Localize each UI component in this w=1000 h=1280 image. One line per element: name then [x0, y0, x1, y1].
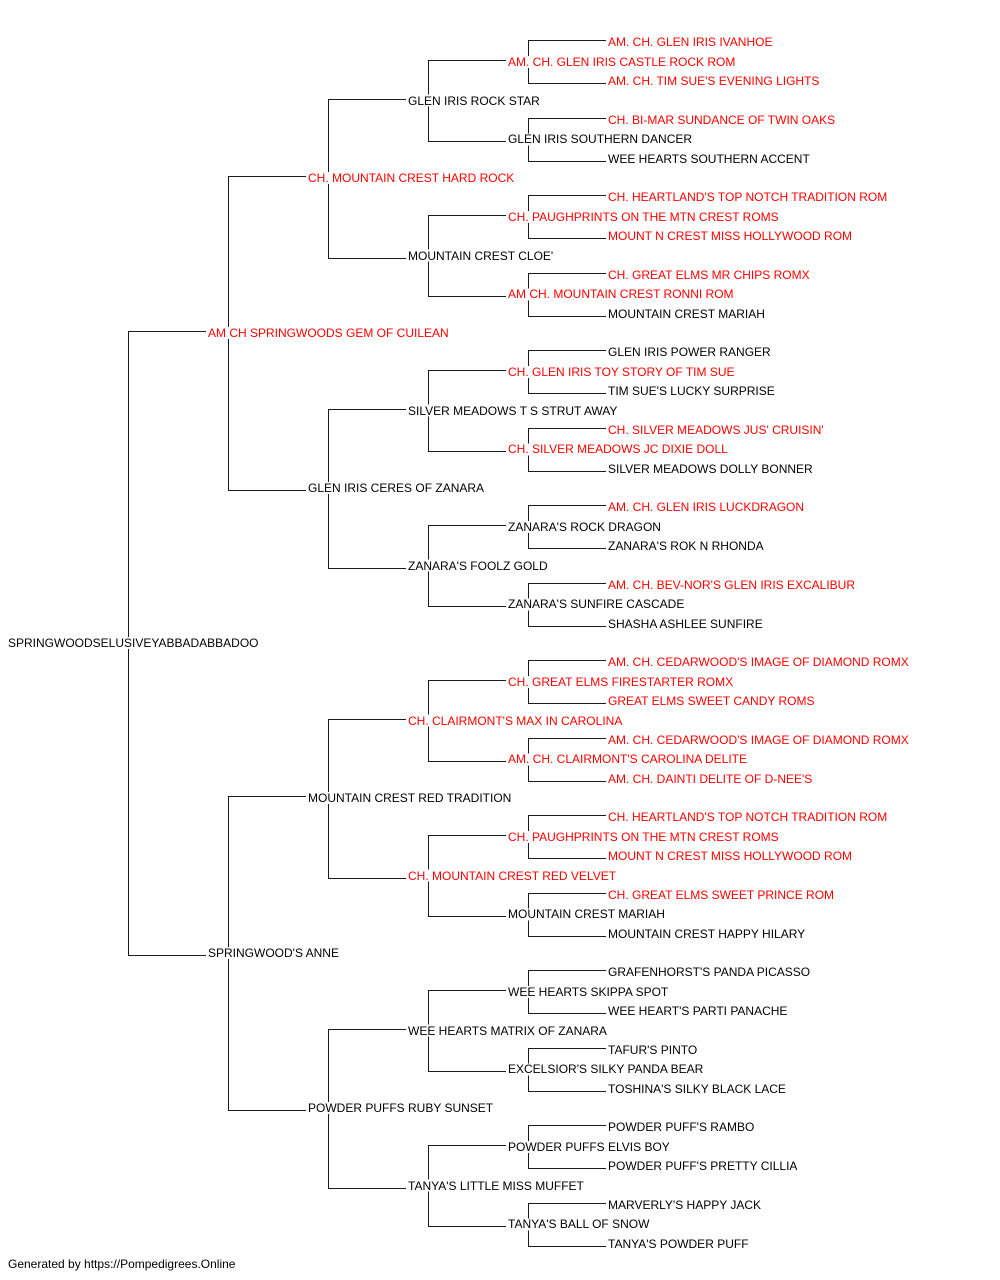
ggg-grandparent-name[interactable]: AM. CH. GLEN IRIS LUCKDRAGON — [608, 500, 805, 515]
ggg-grandparent-name[interactable]: WEE HEARTS SOUTHERN ACCENT — [608, 151, 810, 166]
gg-grandparent-name[interactable]: ZANARA'S ROCK DRAGON — [508, 519, 661, 534]
ggg-grandparent-name[interactable]: CH. GREAT ELMS SWEET PRINCE ROM — [608, 887, 835, 902]
gg-grandparent-name[interactable]: POWDER PUFFS ELVIS BOY — [508, 1139, 670, 1154]
gg-grandparent-name[interactable]: CH. GREAT ELMS FIRESTARTER ROMX — [508, 674, 734, 689]
ggg-grandparent-name[interactable]: SILVER MEADOWS DOLLY BONNER — [608, 461, 813, 476]
ggg-grandparent-name[interactable]: MOUNTAIN CREST MARIAH — [608, 306, 765, 321]
ggg-grandparent-name[interactable]: TANYA'S POWDER PUFF — [608, 1236, 749, 1251]
grandparent-name[interactable]: CH. MOUNTAIN CREST HARD ROCK — [308, 171, 515, 185]
gg-grandparent-name[interactable]: WEE HEARTS SKIPPA SPOT — [508, 984, 669, 999]
great-grandparent-name[interactable]: MOUNTAIN CREST CLOE' — [408, 248, 554, 263]
ggg-grandparent-name[interactable]: CH. HEARTLAND'S TOP NOTCH TRADITION ROM — [608, 190, 888, 205]
ggg-grandparent-name[interactable]: CH. SILVER MEADOWS JUS' CRUISIN' — [608, 422, 824, 437]
ggg-grandparent-name[interactable]: AM. CH. CEDARWOOD'S IMAGE OF DIAMOND ROM… — [608, 732, 909, 747]
gg-grandparent-name[interactable]: CH. SILVER MEADOWS JC DIXIE DOLL — [508, 442, 728, 457]
ggg-grandparent-name[interactable]: TOSHINA'S SILKY BLACK LACE — [608, 1081, 786, 1096]
ggg-grandparent-name[interactable]: SHASHA ASHLEE SUNFIRE — [608, 616, 763, 631]
ggg-grandparent-name[interactable]: POWDER PUFF'S RAMBO — [608, 1120, 755, 1135]
gg-grandparent-name[interactable]: TANYA'S BALL OF SNOW — [508, 1217, 650, 1232]
ggg-grandparent-name[interactable]: GLEN IRIS POWER RANGER — [608, 345, 771, 360]
grandparent-name[interactable]: MOUNTAIN CREST RED TRADITION — [308, 791, 512, 805]
ggg-grandparent-name[interactable]: MARVERLY'S HAPPY JACK — [608, 1197, 762, 1212]
subject-name[interactable]: SPRINGWOODSELUSIVEYABBADABBADOO — [8, 636, 259, 650]
ggg-grandparent-name[interactable]: GRAFENHORST'S PANDA PICASSO — [608, 965, 811, 980]
ggg-grandparent-name[interactable]: TAFUR'S PINTO — [608, 1042, 698, 1057]
ggg-grandparent-name[interactable]: ZANARA'S ROK N RHONDA — [608, 539, 764, 554]
ggg-grandparent-name[interactable]: AM. CH. DAINTI DELITE OF D-NEE'S — [608, 771, 813, 786]
ggg-grandparent-name[interactable]: AM. CH. GLEN IRIS IVANHOE — [608, 35, 773, 50]
grandparent-name[interactable]: POWDER PUFFS RUBY SUNSET — [308, 1101, 494, 1115]
gg-grandparent-name[interactable]: MOUNTAIN CREST MARIAH — [508, 907, 665, 922]
ggg-grandparent-name[interactable]: AM. CH. BEV-NOR'S GLEN IRIS EXCALIBUR — [608, 577, 856, 592]
great-grandparent-name[interactable]: CH. CLAIRMONT'S MAX IN CAROLINA — [408, 713, 623, 728]
ggg-grandparent-name[interactable]: GREAT ELMS SWEET CANDY ROMS — [608, 694, 815, 709]
great-grandparent-name[interactable]: CH. MOUNTAIN CREST RED VELVET — [408, 868, 617, 883]
great-grandparent-name[interactable]: WEE HEARTS MATRIX OF ZANARA — [408, 1023, 607, 1038]
great-grandparent-name[interactable]: TANYA'S LITTLE MISS MUFFET — [408, 1178, 584, 1193]
ggg-grandparent-name[interactable]: CH. HEARTLAND'S TOP NOTCH TRADITION ROM — [608, 810, 888, 825]
gg-grandparent-name[interactable]: AM CH. MOUNTAIN CREST RONNI ROM — [508, 287, 734, 302]
ggg-grandparent-name[interactable]: AM. CH. CEDARWOOD'S IMAGE OF DIAMOND ROM… — [608, 655, 909, 670]
ggg-grandparent-name[interactable]: CH. GREAT ELMS MR CHIPS ROMX — [608, 267, 810, 282]
ggg-grandparent-name[interactable]: CH. BI-MAR SUNDANCE OF TWIN OAKS — [608, 112, 836, 127]
great-grandparent-name[interactable]: GLEN IRIS ROCK STAR — [408, 93, 540, 108]
ggg-grandparent-name[interactable]: AM. CH. TIM SUE'S EVENING LIGHTS — [608, 74, 820, 89]
gg-grandparent-name[interactable]: CH. PAUGHPRINTS ON THE MTN CREST ROMS — [508, 209, 779, 224]
ggg-grandparent-name[interactable]: MOUNTAIN CREST HAPPY HILARY — [608, 926, 806, 941]
ggg-grandparent-name[interactable]: MOUNT N CREST MISS HOLLYWOOD ROM — [608, 849, 853, 864]
grandparent-name[interactable]: GLEN IRIS CERES OF ZANARA — [308, 481, 485, 495]
ggg-grandparent-name[interactable]: MOUNT N CREST MISS HOLLYWOOD ROM — [608, 229, 853, 244]
great-grandparent-name[interactable]: SILVER MEADOWS T S STRUT AWAY — [408, 403, 618, 418]
parent-name[interactable]: AM CH SPRINGWOODS GEM OF CUILEAN — [208, 326, 449, 340]
gg-grandparent-name[interactable]: ZANARA'S SUNFIRE CASCADE — [508, 597, 685, 612]
gg-grandparent-name[interactable]: EXCELSIOR'S SILKY PANDA BEAR — [508, 1062, 704, 1077]
ggg-grandparent-name[interactable]: TIM SUE'S LUCKY SURPRISE — [608, 384, 775, 399]
parent-name[interactable]: SPRINGWOOD'S ANNE — [208, 946, 339, 960]
gg-grandparent-name[interactable]: CH. GLEN IRIS TOY STORY OF TIM SUE — [508, 364, 735, 379]
ggg-grandparent-name[interactable]: WEE HEART'S PARTI PANACHE — [608, 1004, 788, 1019]
ggg-grandparent-name[interactable]: POWDER PUFF'S PRETTY CILLIA — [608, 1159, 798, 1174]
gg-grandparent-name[interactable]: AM. CH. GLEN IRIS CASTLE ROCK ROM — [508, 54, 736, 69]
gg-grandparent-name[interactable]: AM. CH. CLAIRMONT'S CAROLINA DELITE — [508, 752, 747, 767]
great-grandparent-name[interactable]: ZANARA'S FOOLZ GOLD — [408, 558, 548, 573]
gg-grandparent-name[interactable]: GLEN IRIS SOUTHERN DANCER — [508, 132, 693, 147]
gg-grandparent-name[interactable]: CH. PAUGHPRINTS ON THE MTN CREST ROMS — [508, 829, 779, 844]
generated-by-footer: Generated by https://Pompedigrees.Online — [8, 1257, 236, 1271]
